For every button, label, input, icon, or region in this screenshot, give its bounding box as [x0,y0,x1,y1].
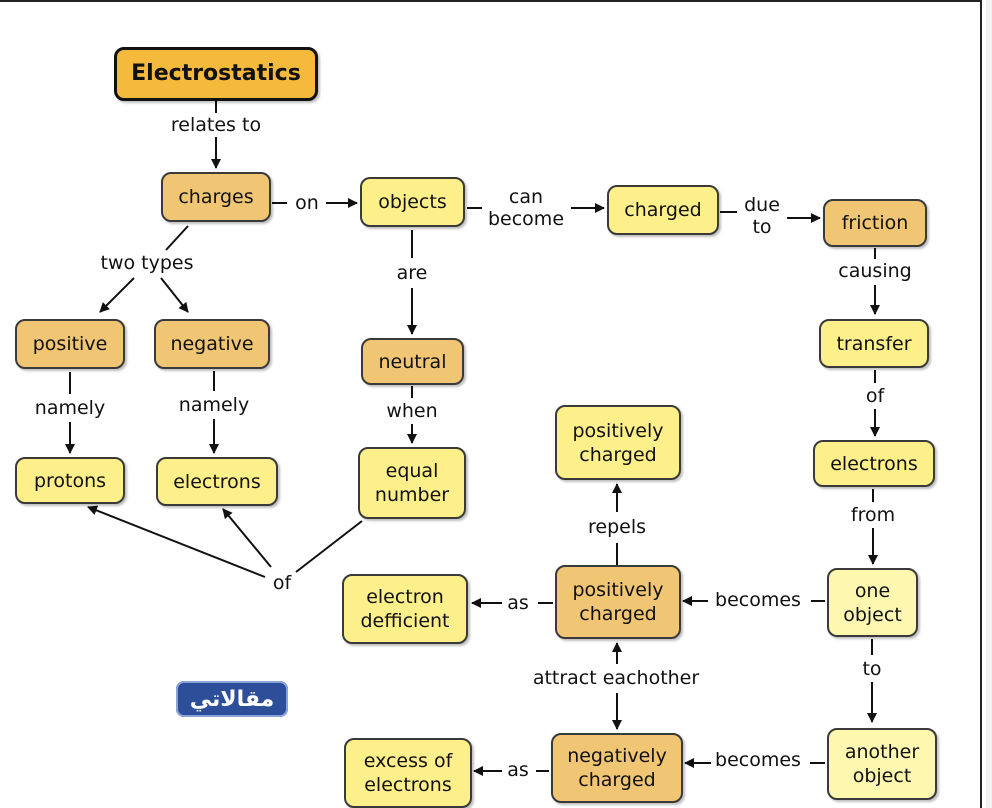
connector-equal-of [295,520,363,573]
concept-protons-label: protons [33,469,107,492]
link-on: on [293,192,321,214]
concept-equal-number-label: equal number [374,460,450,506]
link-when: when [384,400,440,422]
concept-neutral-label: neutral [378,350,447,373]
connector-charges-twotypes [165,225,189,251]
concept-electrons-right[interactable]: electrons [813,440,935,487]
link-can-become: can become [485,186,567,230]
concept-neutral[interactable]: neutral [361,338,464,385]
watermark-logo-text: مقالاتي [189,686,275,712]
concept-charges-label: charges [178,186,254,208]
concept-electron-defficient[interactable]: electron defficient [342,574,468,644]
link-namely-positive: namely [32,397,108,419]
concept-another-object[interactable]: another object [827,728,937,800]
link-namely-negative: namely [176,394,252,416]
link-two-types: two types [98,252,196,274]
window-frame-edge [986,0,992,808]
concept-friction[interactable]: friction [823,199,927,247]
concept-another-object-label: another object [844,741,920,787]
concept-charged-label: charged [624,199,702,221]
concept-electron-defficient-label: electron defficient [360,586,450,632]
connector-of-protons [87,505,266,578]
concept-objects-label: objects [378,191,447,213]
concept-negative-label: negative [170,333,254,355]
concept-protons[interactable]: protons [15,457,125,504]
link-as-excess: as [505,759,531,781]
concept-electrons-right-label: electrons [830,452,918,475]
link-repels: repels [585,516,649,538]
concept-transfer-label: transfer [836,332,912,355]
link-causing: causing [836,260,914,282]
concept-positive-label: positive [32,333,108,355]
concept-positively-charged-top[interactable]: positively charged [555,405,681,480]
concept-excess-of-electrons-label: excess of electrons [363,750,453,796]
concept-positively-charged-mid[interactable]: positively charged [555,565,681,639]
concept-negatively-charged-label: negatively charged [567,745,667,791]
link-becomes-negative: becomes [713,749,803,771]
concept-friction-label: friction [841,212,909,234]
connector-twotypes-positive [99,277,135,313]
concept-positively-charged-top-label: positively charged [572,419,664,466]
concept-positive[interactable]: positive [15,319,125,369]
link-as-defficient: as [505,592,531,614]
connector-of-electrons-left [222,508,272,568]
window-frame-top [0,0,982,2]
concept-charges[interactable]: charges [161,172,271,222]
link-are: are [394,262,430,284]
concept-electrons-left-label: electrons [173,470,261,493]
concept-excess-of-electrons[interactable]: excess of electrons [344,738,472,808]
concept-electrons-left[interactable]: electrons [156,457,278,506]
link-to: to [860,658,884,680]
watermark-logo: مقالاتي [176,681,288,717]
concept-objects[interactable]: objects [360,177,465,227]
link-from: from [848,504,898,526]
link-of-equal: of [270,572,294,594]
concept-charged[interactable]: charged [607,185,719,235]
link-relates-to: relates to [168,114,264,136]
link-due-to: due to [742,194,782,238]
concept-negatively-charged[interactable]: negatively charged [551,733,683,803]
link-attract-eachother: attract eachother [530,667,702,689]
concept-electrostatics-label: Electrostatics [131,61,301,86]
concept-one-object[interactable]: one object [827,568,918,637]
concept-one-object-label: one object [843,579,902,626]
link-becomes-positive: becomes [713,589,803,611]
concept-equal-number[interactable]: equal number [358,447,466,519]
concept-electrostatics[interactable]: Electrostatics [114,47,318,101]
window-frame-right [980,0,982,808]
concept-transfer[interactable]: transfer [819,319,929,368]
link-of-transfer: of [863,385,887,407]
concept-positively-charged-mid-label: positively charged [572,579,664,625]
concept-negative[interactable]: negative [154,319,270,369]
connector-twotypes-negative [160,277,189,313]
